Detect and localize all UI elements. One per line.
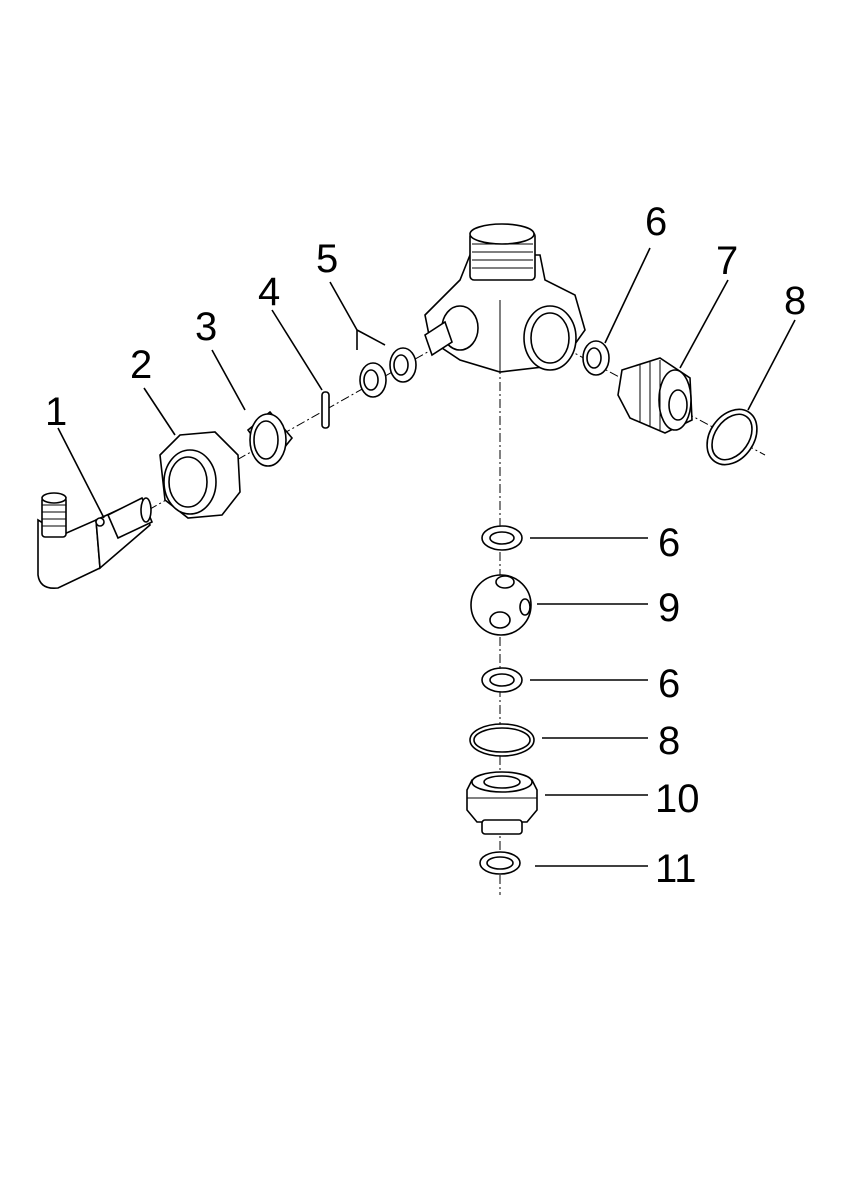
label-6-lower-2: 6: [658, 662, 680, 706]
valve-body: [424, 223, 586, 373]
part-4-pin: [321, 391, 330, 429]
leader-lines: [57, 247, 796, 867]
label-8-upper: 8: [784, 279, 806, 323]
part-10-valve-seat: [466, 771, 538, 835]
label-11: 11: [655, 847, 697, 891]
label-5: 5: [316, 237, 338, 281]
part-6-washer-lower-2: [481, 667, 523, 693]
callout-labels: 1 2 3 4 5 6 7 8 6 9 6 8 10 11: [45, 200, 806, 891]
part-11-washer-bottom: [479, 851, 521, 875]
part-3-bushing-ring: [246, 410, 294, 467]
label-8-lower: 8: [658, 719, 680, 763]
part-2-hex-nut: [159, 431, 241, 519]
label-7: 7: [716, 239, 738, 283]
part-8-oring-right: [706, 408, 758, 466]
part-7-cartridge: [617, 357, 693, 434]
part-5-washers: [359, 347, 417, 398]
label-2: 2: [130, 343, 152, 387]
label-10: 10: [655, 777, 700, 821]
label-3: 3: [195, 305, 217, 349]
label-6-lower-1: 6: [658, 521, 680, 565]
part-9-ball: [470, 574, 532, 636]
label-1: 1: [45, 390, 67, 434]
label-6-upper: 6: [645, 200, 667, 244]
part-6-washer-lower-1: [481, 525, 523, 551]
label-4: 4: [258, 270, 280, 314]
part-1-elbow-fitting: [37, 492, 154, 590]
label-9: 9: [658, 586, 680, 630]
part-8-oring-lower: [469, 723, 535, 757]
part-6-washer-right: [582, 340, 610, 376]
